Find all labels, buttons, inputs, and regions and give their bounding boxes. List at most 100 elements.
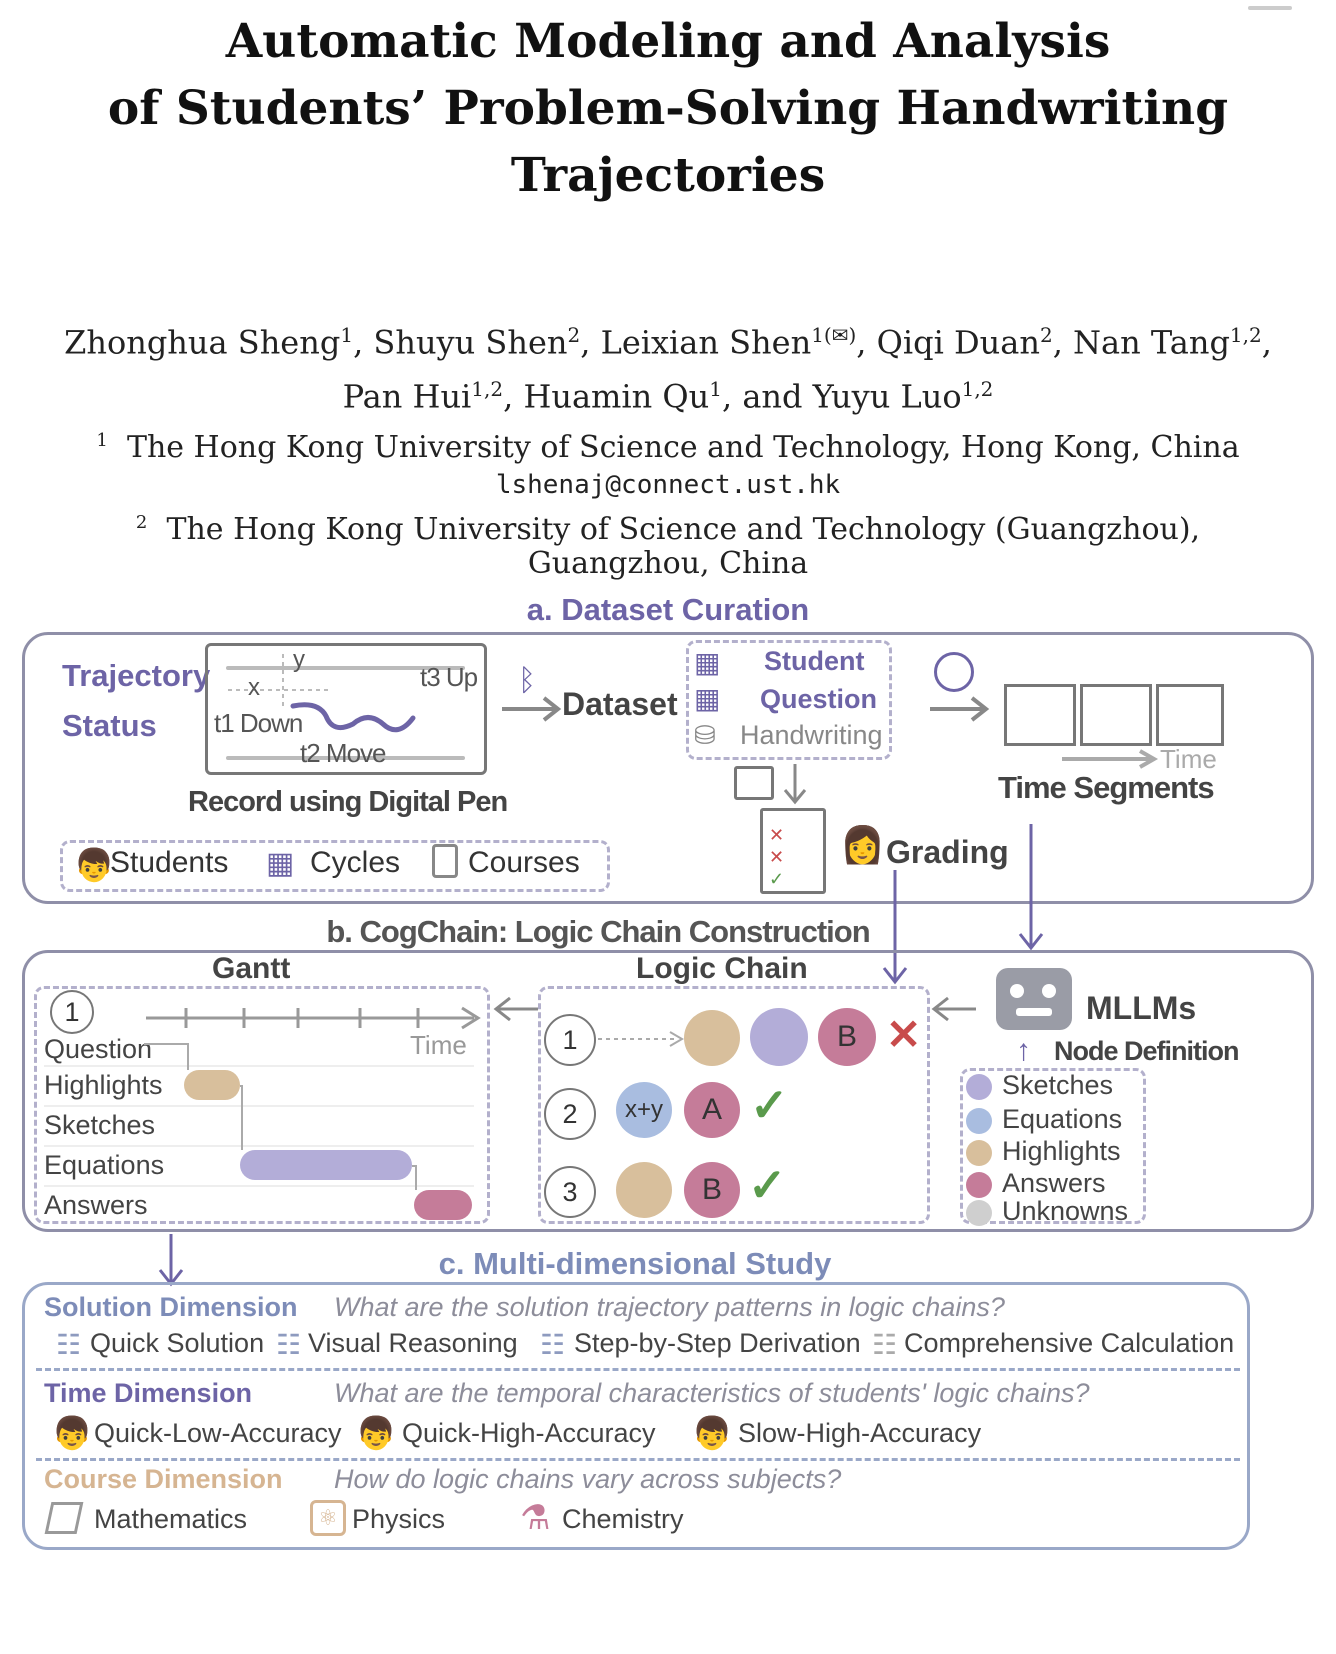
answer-node: B	[818, 1008, 876, 1066]
book-icon	[432, 844, 458, 878]
solution-comprehensive: Comprehensive Calculation	[904, 1328, 1235, 1358]
arrow-to-dataset	[502, 696, 562, 722]
highlight-node	[616, 1162, 672, 1218]
title-line-2: of Students’ Problem-Solving Handwriting	[107, 81, 1229, 136]
grading-label: Grading	[886, 834, 1009, 870]
gantt-bars	[44, 1043, 474, 1220]
author-name: Zhonghua Sheng	[64, 323, 341, 362]
pen-trajectory-sketch	[226, 654, 465, 760]
email[interactable]: lshenaj@connect.ust.hk	[495, 470, 841, 500]
gantt-row-sketches: Sketches	[44, 1110, 156, 1140]
chain-index-1: 1	[544, 1014, 596, 1066]
legend-sketch-swatch	[966, 1074, 992, 1100]
window-top-bar	[1248, 6, 1292, 10]
legend-answer-swatch	[966, 1172, 992, 1198]
student-avatar-icon: 👦	[692, 1415, 732, 1451]
cube-icon	[44, 1502, 84, 1534]
gantt-index: 1	[50, 990, 94, 1034]
db-handwriting: Handwriting	[740, 720, 883, 750]
section-c-heading: c. Multi-dimensional Study	[438, 1246, 832, 1281]
author-affil-mark: 1(✉)	[811, 323, 857, 347]
author-name: Pan Hui	[342, 377, 472, 416]
affiliation-2: 2 The Hong Kong University of Science an…	[0, 502, 1336, 551]
section-b-heading: b. CogChain: Logic Chain Construction	[326, 914, 870, 949]
author-name: Nan Tang	[1073, 323, 1230, 362]
chain-index-3: 3	[544, 1166, 596, 1218]
solution-step: Step-by-Step Derivation	[574, 1328, 861, 1358]
arrow-to-logic-chain	[931, 996, 976, 1022]
gantt-bar-answers	[414, 1190, 472, 1220]
time-segments-label: Time Segments	[998, 770, 1215, 805]
author-affil-mark: 1,2	[471, 376, 504, 401]
panel-multidimensional-study	[22, 1282, 1250, 1550]
chip-courses: Courses	[468, 846, 580, 879]
legend-equations: Equations	[1002, 1104, 1123, 1134]
segment-frame-1	[1004, 684, 1076, 746]
legend-highlight-swatch	[966, 1140, 992, 1166]
author-affil-mark: 1	[340, 323, 354, 347]
affil-number: 2	[135, 512, 148, 533]
author-name: Huamin Qu	[523, 377, 710, 416]
t2-move-label: t2 Move	[300, 738, 386, 768]
table-icon: ▦	[694, 647, 721, 678]
highlight-node	[684, 1010, 740, 1066]
gantt-title: Gantt	[212, 952, 291, 985]
atom-icon: ⚛	[310, 1500, 346, 1536]
sketch-node	[750, 1008, 808, 1066]
author-line-1: Zhonghua Sheng1, Shuyu Shen2, Leixian Sh…	[64, 323, 1272, 362]
chip-students: Students	[110, 846, 229, 879]
node-legend	[960, 1068, 1146, 1224]
panel-dataset-curation	[22, 632, 1314, 904]
author-list: Zhonghua Sheng1, Shuyu Shen2, Leixian Sh…	[0, 312, 1336, 419]
title-line-3: Trajectories	[510, 148, 826, 203]
gantt-row-answers: Answers	[44, 1190, 148, 1220]
gantt-box	[34, 986, 490, 1224]
gantt-row-question: Question	[44, 1034, 153, 1064]
affiliation-1: 1 The Hong Kong University of Science an…	[0, 420, 1336, 469]
table-icon: ▦	[694, 683, 721, 714]
segment-frame-3	[1156, 684, 1224, 746]
gantt-bar-equations	[240, 1150, 412, 1180]
legend-unknowns: Unknowns	[1002, 1196, 1129, 1226]
author-name: Leixian Shen	[600, 323, 812, 362]
t1-down-label: t1 Down	[214, 708, 303, 738]
doc-icon: ☷	[540, 1329, 566, 1360]
solution-question: What are the solution trajectory pattern…	[334, 1292, 1005, 1322]
author-affil-mark: 1	[709, 376, 722, 401]
course-dimension-label: Course Dimension	[44, 1464, 283, 1494]
status-label: Status	[62, 708, 157, 743]
course-physics: Physics	[352, 1504, 446, 1534]
divider	[36, 1458, 1240, 1461]
author-affil-mark: 2	[1039, 323, 1053, 347]
time-dimension-label: Time Dimension	[44, 1378, 253, 1408]
solution-visual: Visual Reasoning	[308, 1328, 518, 1358]
solution-dimension-label: Solution Dimension	[44, 1292, 298, 1322]
arrow-to-segments	[930, 696, 990, 722]
db-student: Student	[764, 646, 865, 676]
author-affil-mark: 1,2	[961, 376, 994, 401]
author-affil-mark: 1,2	[1229, 323, 1262, 347]
legend-answers: Answers	[1002, 1168, 1106, 1198]
student-avatar-icon: 👦	[356, 1415, 396, 1451]
author-name: and Yuyu Luo	[742, 377, 962, 416]
section-a-heading: a. Dataset Curation	[526, 592, 810, 627]
time-slow-high: Slow-High-Accuracy	[738, 1418, 982, 1448]
time-quick-low: Quick-Low-Accuracy	[94, 1418, 342, 1448]
time-label: Time	[1160, 744, 1217, 774]
affil-text: The Hong Kong University of Science and …	[166, 512, 1201, 547]
robot-icon	[996, 968, 1072, 1030]
doc-icon: ☷	[872, 1329, 898, 1360]
gantt-row-highlights: Highlights	[44, 1070, 163, 1100]
meta-chips	[60, 840, 610, 892]
time-axis-arrow	[1062, 749, 1159, 769]
doc-icon: ☷	[56, 1329, 82, 1360]
doc-icon: ☷	[276, 1329, 302, 1360]
answer-node: A	[684, 1082, 740, 1138]
teacher-avatar-icon: 👩	[840, 824, 885, 865]
arrow-to-gantt	[493, 996, 538, 1022]
correct-icon: ✓	[748, 1159, 787, 1211]
legend-unknown-swatch	[966, 1200, 992, 1226]
segment-frame-2	[1080, 684, 1152, 746]
title-line-1: Automatic Modeling and Analysis	[225, 14, 1111, 69]
pen-record-box: y x t3 Up t1 Down t2 Move	[205, 643, 487, 775]
